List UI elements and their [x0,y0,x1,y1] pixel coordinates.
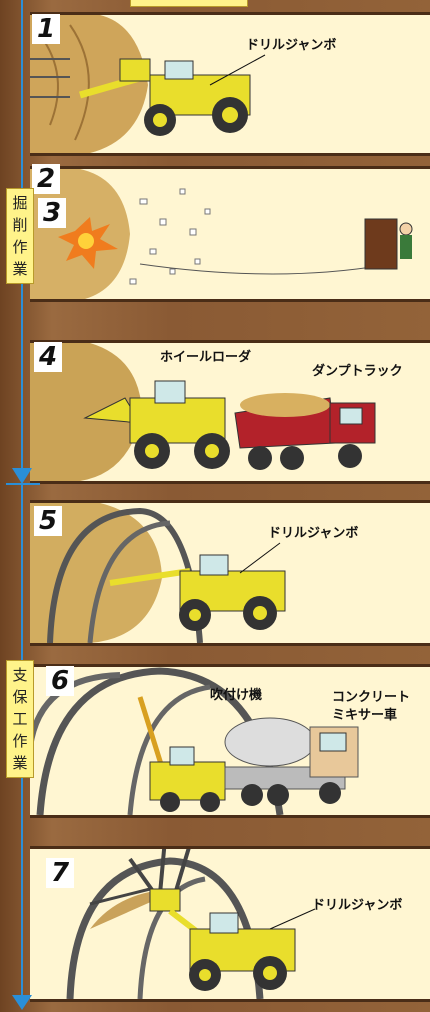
step-number-2: 2 [32,164,60,194]
panel-step-2-3 [30,166,430,302]
machine-label-step-6c: ミキサー車 [332,708,398,723]
top-label-box [130,0,248,7]
machine-label-step-1: ドリルジャンボ [246,38,337,53]
step-number-3: 3 [38,198,66,228]
drill-jumbo-illustration-1 [30,15,266,153]
step-number-4: 4 [34,342,62,372]
panel-step-4 [30,340,430,484]
phase-arrows [6,0,40,1010]
phase-char: 掘 [12,194,28,212]
panel-step-7 [30,846,430,1002]
mucking-illustration [30,343,376,481]
phase-char: 業 [12,260,28,278]
panel-step-5 [30,500,430,646]
phase-char: 削 [12,216,28,234]
machine-label-step-5: ドリルジャンボ [268,526,359,541]
support-arrow-head [12,995,32,1010]
step-number-5: 5 [34,506,62,536]
machine-label-step-6a: 吹付け機 [210,688,263,703]
phase-char: 業 [12,754,28,772]
phase-char: 保 [12,688,28,706]
panel-step-6 [30,664,430,818]
machine-label-step-4a: ホイールローダ [160,350,252,365]
step-number-1: 1 [32,14,60,44]
phase-char: 作 [12,238,28,256]
machine-label-step-7: ドリルジャンボ [312,898,403,913]
phase-label-excavation: 掘 削 作 業 [6,188,34,284]
phase-char: 工 [12,710,28,728]
machine-label-step-4b: ダンプトラック [312,364,403,379]
machine-label-step-6b: コンクリート [332,690,411,705]
phase-label-support: 支 保 工 作 業 [6,660,34,778]
step-number-6: 6 [46,666,74,696]
panel-step-1 [30,12,430,156]
step-number-7: 7 [46,858,74,888]
phase-char: 支 [12,666,28,684]
excavation-arrow-head [12,468,32,484]
blasting-illustration [30,169,413,299]
drill-jumbo-illustration-5 [30,503,286,643]
phase-char: 作 [12,732,28,750]
drill-jumbo-illustration-7 [66,849,316,999]
